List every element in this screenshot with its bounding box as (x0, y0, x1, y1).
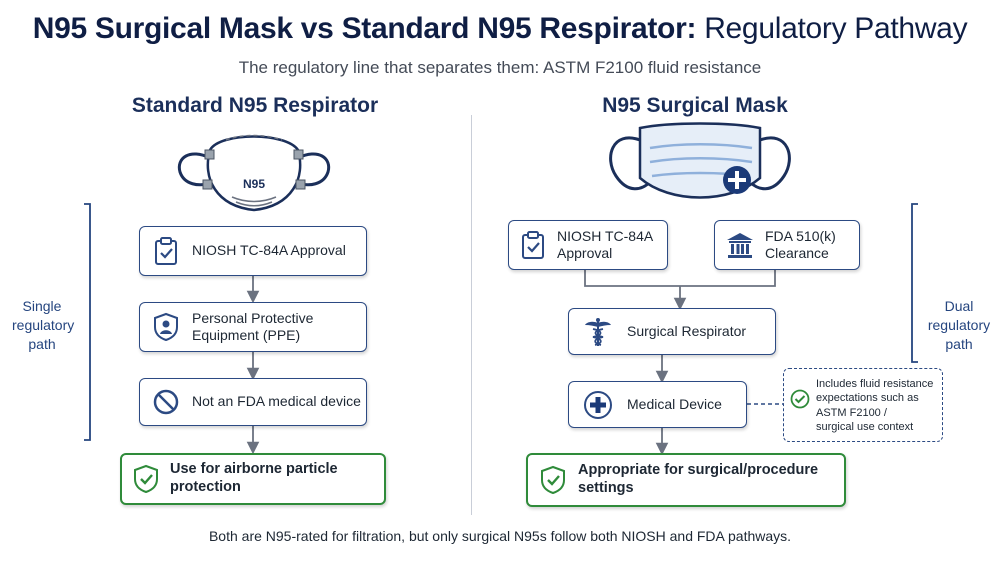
mask-n95-label: N95 (242, 177, 265, 191)
step-label-line: Equipment (PPE) (192, 327, 301, 343)
approval-label: NIOSH TC-84A Approval (557, 228, 653, 262)
outcome-label: Use for airborne particle protection (170, 461, 338, 495)
page-title: N95 Surgical Mask vs Standard N95 Respir… (0, 12, 1000, 46)
medical-cross-icon (569, 390, 627, 420)
approval-label-line: Clearance (765, 245, 829, 261)
side-label-line: path (28, 335, 56, 352)
building-columns-icon (715, 231, 765, 259)
step-label: Medical Device (627, 395, 722, 412)
title-bold: N95 Surgical Mask vs Standard N95 Respir… (32, 12, 697, 45)
side-label-line: Single (22, 298, 62, 314)
approval-label-line: Approval (557, 245, 613, 261)
surgical-mask-illustration (609, 122, 791, 199)
step-surgical-respirator: Surgical Respirator (568, 308, 776, 355)
step-label-line: Personal Protective (192, 309, 314, 326)
side-label-line: path (945, 335, 973, 352)
approval-fda-510k: FDA 510(k) Clearance (714, 220, 860, 270)
approval-label-line: NIOSH TC-84A (557, 227, 654, 244)
side-label-line: regulatory (12, 316, 75, 333)
step-niosh-approval: NIOSH TC-84A Approval (139, 226, 367, 276)
approval-niosh: NIOSH TC-84A Approval (508, 220, 668, 270)
prohibited-icon (140, 388, 192, 416)
left-column-heading: Standard N95 Respirator (131, 94, 379, 117)
right-side-label: Dual regulatory path (922, 297, 996, 354)
step-label: Personal Protective Equipment (PPE) (192, 310, 313, 344)
side-label-line: regulatory (927, 316, 991, 333)
shield-check-icon (528, 465, 578, 495)
fluid-resistance-note: Includes fluid resistance expectations s… (783, 368, 943, 442)
shield-check-icon (122, 464, 170, 494)
footer-caption: Both are N95-rated for filtration, but o… (208, 528, 792, 544)
step-label: Not an FDA medical device (192, 393, 361, 410)
page-subtitle: The regulatory line that separates them:… (238, 58, 762, 77)
outcome-airborne-protection: Use for airborne particle protection (120, 453, 386, 505)
title-light: Regulatory Pathway (704, 12, 968, 45)
check-circle-icon (790, 389, 810, 413)
note-line: surgical use context (816, 420, 914, 433)
note-line: ASTM F2100 / (816, 406, 887, 419)
note-line: Includes fluid resistance (816, 378, 934, 390)
clipboard-check-icon (509, 230, 557, 260)
column-divider (471, 115, 472, 515)
step-label: NIOSH TC-84A Approval (192, 242, 346, 259)
caduceus-icon (569, 316, 627, 348)
shield-person-icon (140, 312, 192, 342)
step-medical-device: Medical Device (568, 381, 747, 428)
clipboard-check-icon (140, 236, 192, 266)
note-line: expectations such as (816, 392, 919, 405)
approval-label-line: FDA 510(k) (765, 227, 836, 244)
outcome-label: Appropriate for surgical/procedure setti… (578, 462, 819, 496)
step-not-fda-device: Not an FDA medical device (139, 378, 367, 426)
n95-respirator-illustration (177, 134, 331, 212)
right-column-heading: N95 Surgical Mask (602, 94, 788, 117)
step-label: Surgical Respirator (627, 322, 747, 339)
step-ppe: Personal Protective Equipment (PPE) (139, 302, 367, 352)
outcome-surgical-settings: Appropriate for surgical/procedure setti… (526, 453, 846, 507)
left-side-label: Single regulatory path (12, 297, 75, 354)
side-label-line: Dual (944, 298, 974, 314)
approval-label: FDA 510(k) Clearance (765, 228, 836, 262)
